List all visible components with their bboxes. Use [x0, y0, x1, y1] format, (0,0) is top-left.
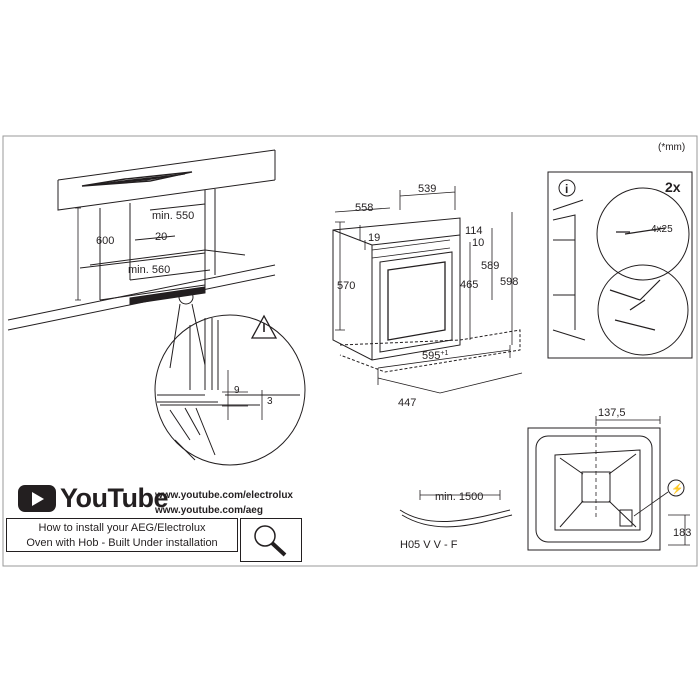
- screw-qty: 2x: [665, 179, 681, 195]
- screw-box: [547, 171, 693, 359]
- youtube-links: www.youtube.com/electrolux www.youtube.c…: [155, 488, 293, 518]
- oven-598: 598: [500, 276, 518, 288]
- cable-min-1500: min. 1500: [435, 491, 483, 503]
- howto-line1: How to install your AEG/Electrolux: [38, 522, 206, 534]
- oven-465: 465: [460, 279, 478, 291]
- cabinet-drawing: [7, 149, 276, 331]
- youtube-url-electrolux[interactable]: www.youtube.com/electrolux: [155, 490, 293, 501]
- screw-size: 4x25: [651, 224, 673, 235]
- cabinet-height-600: 600: [96, 235, 114, 247]
- cabinet-20: 20: [155, 231, 167, 243]
- play-icon: [18, 485, 56, 512]
- oven-539: 539: [418, 183, 436, 195]
- howto-box: How to install your AEG/Electrolux Oven …: [6, 518, 238, 552]
- howto-line2: Oven with Hob - Built Under installation: [26, 537, 218, 549]
- oven-19: 19: [368, 232, 380, 244]
- detail-circle: [154, 303, 306, 466]
- oven-10: 10: [472, 237, 484, 249]
- power-icon: ⚡: [671, 482, 683, 495]
- hob-drawing: [527, 416, 690, 551]
- magnifier-icon: [254, 525, 287, 557]
- oven-447: 447: [398, 397, 416, 409]
- youtube-logo: YouTube: [18, 483, 168, 514]
- youtube-url-aeg[interactable]: www.youtube.com/aeg: [155, 505, 263, 516]
- search-box[interactable]: [240, 518, 302, 562]
- info-icon: i: [565, 182, 568, 196]
- cable-type: H05 V V - F: [400, 539, 458, 551]
- oven-114: 114: [465, 225, 483, 237]
- detail-marker: [178, 289, 194, 305]
- oven-595-value: 595: [422, 350, 440, 362]
- oven-589: 589: [481, 260, 499, 272]
- hob-183: 183: [673, 527, 691, 539]
- hob-137: 137,5: [598, 407, 626, 419]
- unit-note: (*mm): [658, 142, 685, 153]
- cabinet-min-560: min. 560: [128, 264, 170, 276]
- youtube-wordmark: YouTube: [60, 483, 168, 513]
- oven-570: 570: [337, 280, 355, 292]
- cabinet-min-550: min. 550: [152, 210, 194, 222]
- oven-558: 558: [355, 202, 373, 214]
- diagram-frame: [2, 135, 698, 567]
- cable-drawing: [399, 490, 513, 528]
- detail-9: 9: [234, 385, 240, 396]
- oven-595-tol: +1: [440, 350, 448, 357]
- oven-595: 595+1: [422, 350, 448, 362]
- oven-drawing: [332, 186, 523, 394]
- detail-3: 3: [267, 396, 273, 407]
